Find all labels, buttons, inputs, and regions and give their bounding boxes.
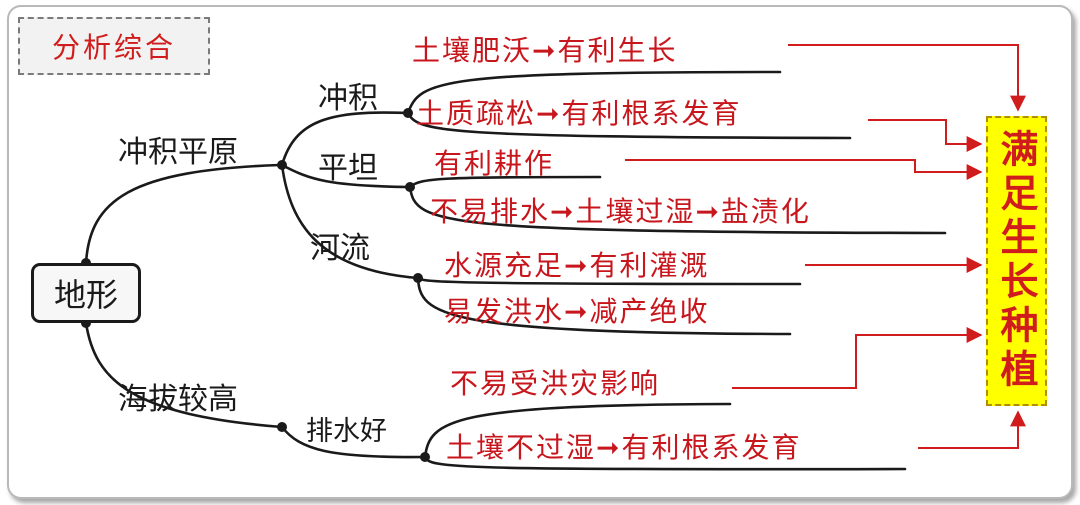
link-river-flood bbox=[416, 276, 792, 336]
link-alluvial-fertile bbox=[406, 70, 782, 115]
link-root-high bbox=[84, 321, 284, 429]
effect-no-flood: 不易受洪灾影响 bbox=[450, 367, 661, 400]
link-drainage-noflood bbox=[423, 402, 732, 459]
link-high-drainage bbox=[280, 425, 427, 459]
node-dot bbox=[405, 182, 415, 192]
arrow-loose bbox=[868, 119, 983, 152]
link-plain-flat bbox=[280, 163, 412, 189]
node-dot bbox=[403, 108, 413, 118]
arrow-fertile bbox=[788, 44, 1026, 112]
link-drainage-notwet bbox=[423, 455, 907, 471]
link-root-plain bbox=[84, 163, 282, 265]
effect-water-supply: 水源充足➞有利灌溉 bbox=[444, 249, 710, 282]
branch-high-altitude: 海拔较高 bbox=[118, 382, 238, 417]
node-dot bbox=[420, 452, 430, 462]
effect-fertile-soil: 土壤肥沃➞有利生长 bbox=[412, 34, 678, 67]
link-alluvial-loose bbox=[406, 111, 852, 140]
root-node: 地形 bbox=[31, 263, 141, 323]
arrow-noflood bbox=[732, 327, 983, 389]
effect-farming: 有利耕作 bbox=[434, 147, 555, 180]
sub-flat: 平坦 bbox=[318, 151, 378, 186]
arrow-notwet bbox=[918, 410, 1026, 449]
sub-drainage: 排水好 bbox=[306, 416, 387, 447]
node-dot bbox=[277, 160, 287, 170]
sub-alluvial: 冲积 bbox=[318, 81, 378, 116]
link-plain-alluvial bbox=[280, 111, 410, 167]
link-flat-salinize bbox=[408, 185, 947, 235]
effect-loose-soil: 土质疏松➞有利根系发育 bbox=[416, 97, 742, 130]
goal-text: 满足生长种植 bbox=[994, 129, 1038, 393]
goal-box: 满足生长种植 bbox=[986, 116, 1047, 406]
node-dot bbox=[277, 422, 287, 432]
link-plain-river bbox=[280, 163, 420, 280]
link-flat-farming bbox=[408, 175, 602, 189]
node-dot bbox=[413, 273, 423, 283]
branch-alluvial-plain: 冲积平原 bbox=[118, 135, 238, 170]
effect-not-wet: 土壤不过湿➞有利根系发育 bbox=[446, 431, 802, 464]
arrow-farming bbox=[625, 159, 983, 180]
effect-flood-risk: 易发洪水➞减产绝收 bbox=[444, 295, 710, 328]
section-tag: 分析综合 bbox=[18, 17, 210, 75]
sub-river: 河流 bbox=[310, 231, 370, 266]
effect-salinization: 不易排水➞土壤过湿➞盐渍化 bbox=[430, 195, 811, 228]
diagram-frame bbox=[7, 5, 1073, 499]
